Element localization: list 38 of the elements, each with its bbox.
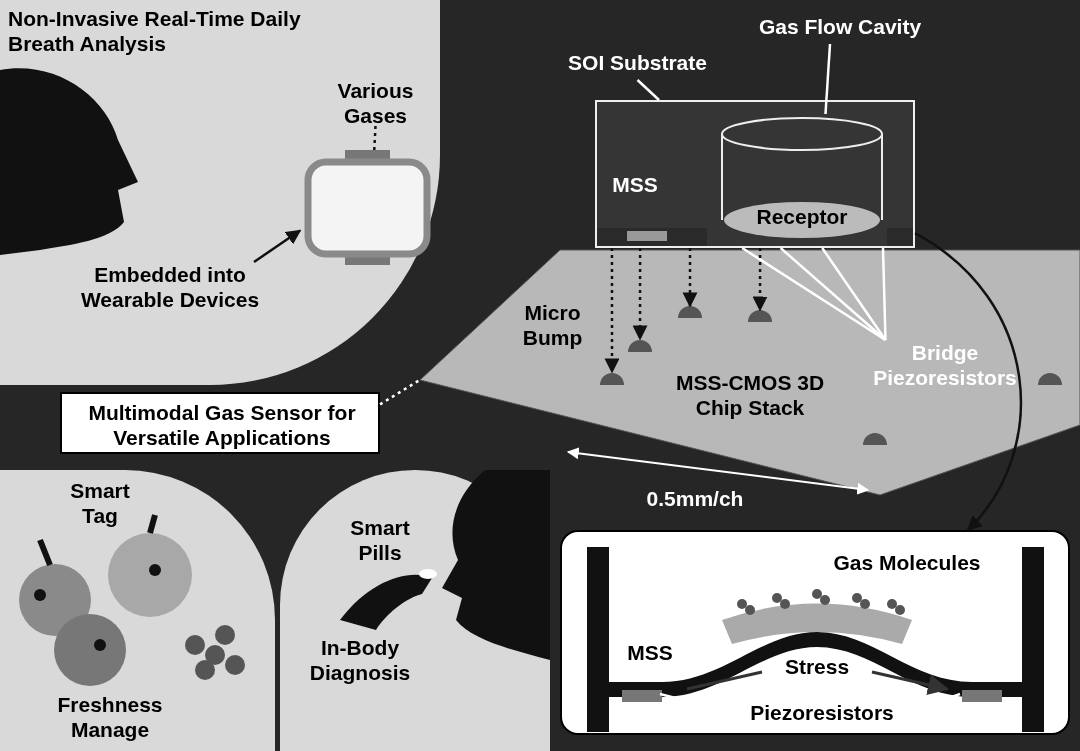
panel-title: Non-Invasive Real-Time Daily Breath Analysis bbox=[8, 6, 302, 56]
callout-label: Various Gases bbox=[336, 78, 415, 128]
callout-label: SOI Substrate bbox=[567, 50, 708, 75]
inset-panel bbox=[560, 530, 1070, 735]
piezoresistor-block bbox=[622, 690, 662, 702]
callout-label: Gas Flow Cavity bbox=[757, 14, 923, 39]
pill-panel bbox=[280, 470, 550, 751]
leader-line bbox=[636, 79, 660, 101]
dashed-arrow bbox=[682, 248, 698, 308]
dimension-label: 0.5mm/ch bbox=[645, 486, 745, 511]
leader-line bbox=[779, 247, 887, 341]
panel-label: In-Body Diagnosis bbox=[308, 635, 412, 685]
callout-label: Bridge Piezoresistors bbox=[872, 340, 1018, 390]
breath-panel bbox=[0, 0, 440, 385]
dotted-line bbox=[379, 378, 421, 406]
arrow bbox=[914, 232, 1023, 532]
dashed-arrow bbox=[632, 248, 648, 341]
part-label: MSS bbox=[626, 640, 674, 665]
food-panel bbox=[0, 470, 275, 751]
dashed-arrow bbox=[604, 248, 620, 374]
callout-label: Piezoresistors bbox=[749, 700, 895, 725]
piezoresistor-block bbox=[962, 690, 1002, 702]
part-label: Gas Molecules bbox=[832, 550, 982, 575]
leader-line bbox=[881, 247, 887, 341]
part-label: Stress bbox=[783, 654, 851, 679]
panel-label: Smart Tag bbox=[69, 478, 131, 528]
dotted-line bbox=[373, 125, 377, 151]
arrow bbox=[253, 229, 302, 264]
panel-label: Smart Pills bbox=[349, 515, 411, 565]
part-label: MSS-CMOS 3D Chip Stack bbox=[674, 370, 826, 420]
leader-line bbox=[824, 43, 832, 115]
box-label: Multimodal Gas Sensor for Versatile Applications bbox=[87, 400, 357, 450]
part-label: Micro Bump bbox=[521, 300, 584, 350]
sensor-label-box bbox=[60, 392, 380, 454]
panel-label: Freshness Manage bbox=[56, 692, 164, 742]
dashed-arrow bbox=[752, 248, 768, 312]
callout-label: Embedded into Wearable Devices bbox=[79, 262, 261, 312]
part-label: MSS bbox=[611, 172, 659, 197]
